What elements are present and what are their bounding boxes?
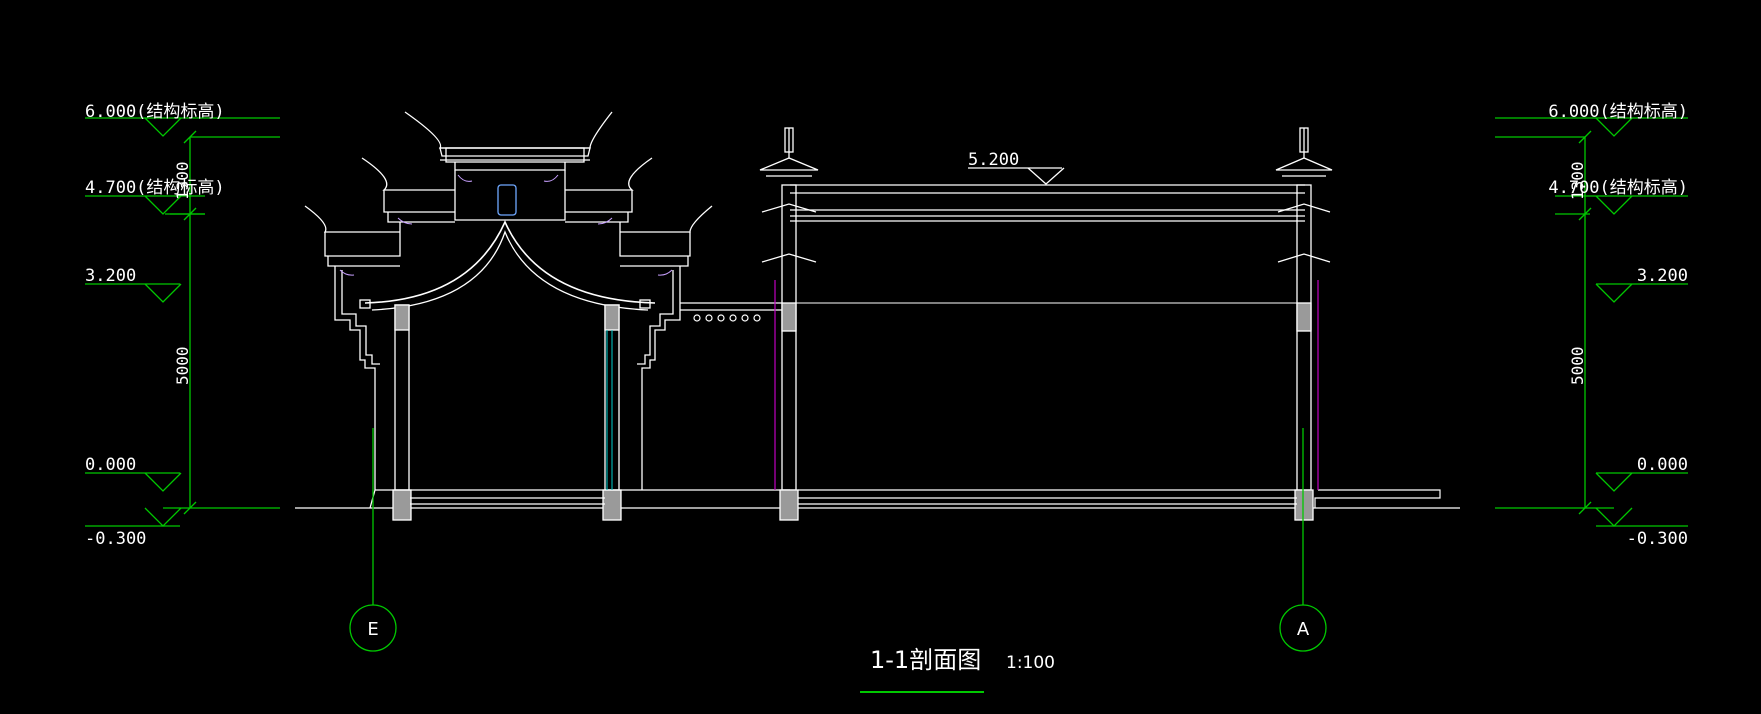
hall-columns-magenta — [774, 280, 1319, 490]
main-hall — [759, 127, 1333, 521]
left-level-4700: 4.700(结构标高) — [85, 178, 225, 198]
gate-glass-door — [606, 330, 613, 490]
gate-brackets — [339, 174, 673, 276]
axis-lines — [349, 428, 1327, 652]
right-level-markers — [1495, 117, 1688, 527]
upper-tile-row — [445, 147, 585, 163]
right-level-3200: 3.200 — [1637, 266, 1688, 286]
left-level-minus0300: -0.300 — [85, 529, 146, 549]
connecting-wall — [680, 302, 782, 322]
pailou-gate — [304, 111, 790, 521]
drawing-scale: 1:100 — [1006, 653, 1055, 673]
left-level-3200: 3.200 — [85, 266, 136, 286]
right-dim-1300: 1300 — [1568, 161, 1587, 200]
left-level-0000: 0.000 — [85, 455, 136, 475]
axis-bubble-e: E — [367, 619, 378, 640]
right-dim-5000: 5000 — [1568, 346, 1587, 385]
left-dim-1300: 1300 — [173, 161, 192, 200]
axis-bubble-a: A — [1297, 619, 1310, 640]
right-level-6000: 6.000(结构标高) — [1548, 102, 1688, 122]
left-level-6000: 6.000(结构标高) — [85, 102, 225, 122]
ridge-level-5200: 5.200 — [968, 150, 1019, 170]
right-level-minus0300: -0.300 — [1627, 529, 1688, 549]
left-dim-5000: 5000 — [173, 346, 192, 385]
ground-line — [295, 489, 1460, 509]
left-level-labels: 6.000(结构标高) 4.700(结构标高) 3.200 0.000 -0.3… — [85, 102, 225, 549]
right-level-4700: 4.700(结构标高) — [1548, 178, 1688, 198]
right-level-0000: 0.000 — [1637, 455, 1688, 475]
drawing-title: 1-1剖面图 — [870, 646, 981, 674]
left-level-markers — [85, 117, 280, 527]
right-level-labels: 6.000(结构标高) 4.700(结构标高) 3.200 0.000 -0.3… — [1548, 102, 1688, 549]
